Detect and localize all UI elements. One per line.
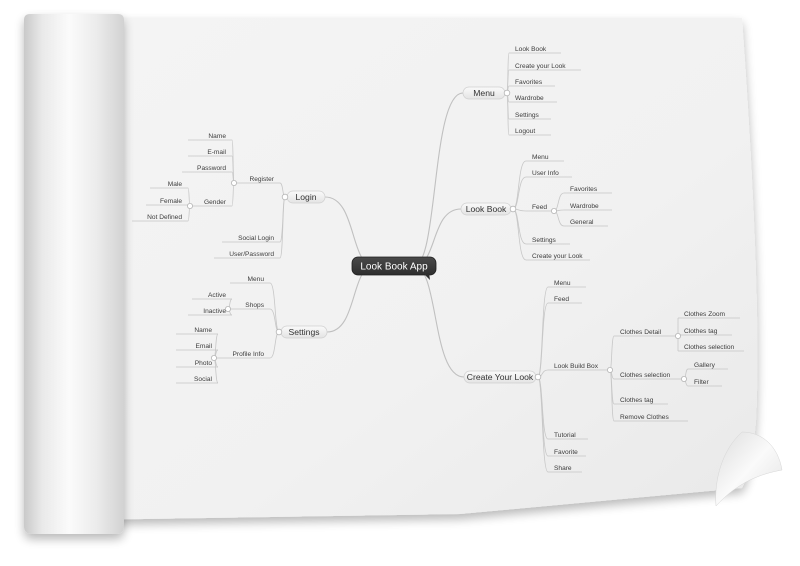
node-clothes-zoom[interactable]: Clothes Zoom — [684, 311, 726, 318]
expand-toggle-gender[interactable] — [186, 202, 193, 209]
node-female[interactable]: Female — [160, 198, 182, 205]
branch-login[interactable]: Login — [295, 192, 316, 202]
node-favorites[interactable]: Favorites — [515, 79, 543, 86]
node-look-book[interactable]: Look Book — [515, 46, 547, 53]
expand-toggle-clothes-detail[interactable] — [675, 332, 682, 339]
node-filter[interactable]: Filter — [694, 379, 709, 386]
expand-toggle-shops[interactable] — [224, 305, 231, 312]
node-name[interactable]: Name — [208, 133, 226, 140]
expand-toggle-menu[interactable] — [503, 89, 511, 97]
root-title: Look Book App — [360, 262, 428, 273]
node-wardrobe[interactable]: Wardrobe — [570, 203, 599, 210]
node-clothes-tag[interactable]: Clothes tag — [684, 328, 718, 335]
node-tutorial[interactable]: Tutorial — [554, 432, 576, 439]
expand-toggle-look-build-box[interactable] — [607, 366, 614, 373]
node-active[interactable]: Active — [208, 292, 226, 299]
node-e-mail[interactable]: E-mail — [207, 149, 226, 156]
node-user-info[interactable]: User Info — [532, 170, 559, 177]
expand-toggle-look-book[interactable] — [509, 205, 517, 213]
node-name[interactable]: Name — [194, 327, 212, 334]
branch-menu[interactable]: Menu — [473, 88, 495, 98]
node-social[interactable]: Social — [194, 376, 212, 383]
expand-toggle-register[interactable] — [230, 179, 237, 186]
node-user-password[interactable]: User/Password — [229, 251, 274, 258]
node-profile-info[interactable]: Profile Info — [232, 351, 264, 358]
node-settings[interactable]: Settings — [532, 237, 557, 244]
node-menu[interactable]: Menu — [532, 154, 549, 161]
node-clothes-detail[interactable]: Clothes Detail — [620, 329, 662, 336]
node-gallery[interactable]: Gallery — [694, 362, 716, 369]
node-shops[interactable]: Shops — [245, 302, 264, 309]
node-feed[interactable]: Feed — [532, 204, 547, 211]
node-clothes-selection[interactable]: Clothes selection — [684, 344, 735, 351]
node-feed[interactable]: Feed — [554, 296, 569, 303]
node-menu[interactable]: Menu — [554, 280, 571, 287]
node-settings[interactable]: Settings — [515, 112, 540, 119]
expand-toggle-clothes-selection[interactable] — [681, 375, 688, 382]
node-favorite[interactable]: Favorite — [554, 449, 578, 456]
expand-toggle-login[interactable] — [281, 193, 289, 201]
node-general[interactable]: General — [570, 219, 594, 226]
node-look-build-box[interactable]: Look Build Box — [554, 363, 599, 370]
node-social-login[interactable]: Social Login — [238, 235, 274, 242]
node-create-your-look[interactable]: Create your Look — [532, 253, 583, 260]
expand-toggle-settings[interactable] — [275, 328, 283, 336]
branch-look-book[interactable]: Look Book — [466, 204, 507, 214]
root-node[interactable] — [351, 256, 437, 276]
node-gender[interactable]: Gender — [204, 199, 227, 206]
expand-toggle-profile-info[interactable] — [210, 354, 217, 361]
node-menu[interactable]: Menu — [248, 276, 265, 283]
node-clothes-tag[interactable]: Clothes tag — [620, 397, 654, 404]
node-register[interactable]: Register — [249, 176, 274, 183]
branch-settings[interactable]: Settings — [288, 327, 319, 337]
node-logout[interactable]: Logout — [515, 128, 535, 135]
node-inactive[interactable]: Inactive — [203, 308, 226, 315]
node-remove-clothes[interactable]: Remove Clothes — [620, 414, 669, 421]
node-clothes-selection[interactable]: Clothes selection — [620, 372, 671, 379]
root-node-tail — [424, 273, 430, 280]
node-create-your-look[interactable]: Create your Look — [515, 63, 566, 70]
node-wardrobe[interactable]: Wardrobe — [515, 95, 544, 102]
node-photo[interactable]: Photo — [195, 360, 213, 367]
node-favorites[interactable]: Favorites — [570, 186, 598, 193]
node-not-defined[interactable]: Not Defined — [147, 214, 182, 221]
branch-create-your-look[interactable]: Create Your Look — [467, 372, 534, 382]
node-male[interactable]: Male — [168, 181, 183, 188]
connector-share — [537, 376, 549, 473]
node-share[interactable]: Share — [554, 465, 572, 472]
node-email[interactable]: Email — [196, 343, 213, 350]
expand-toggle-create-your-look[interactable] — [534, 373, 542, 381]
expand-toggle-feed[interactable] — [551, 207, 558, 214]
node-password[interactable]: Password — [197, 165, 226, 172]
